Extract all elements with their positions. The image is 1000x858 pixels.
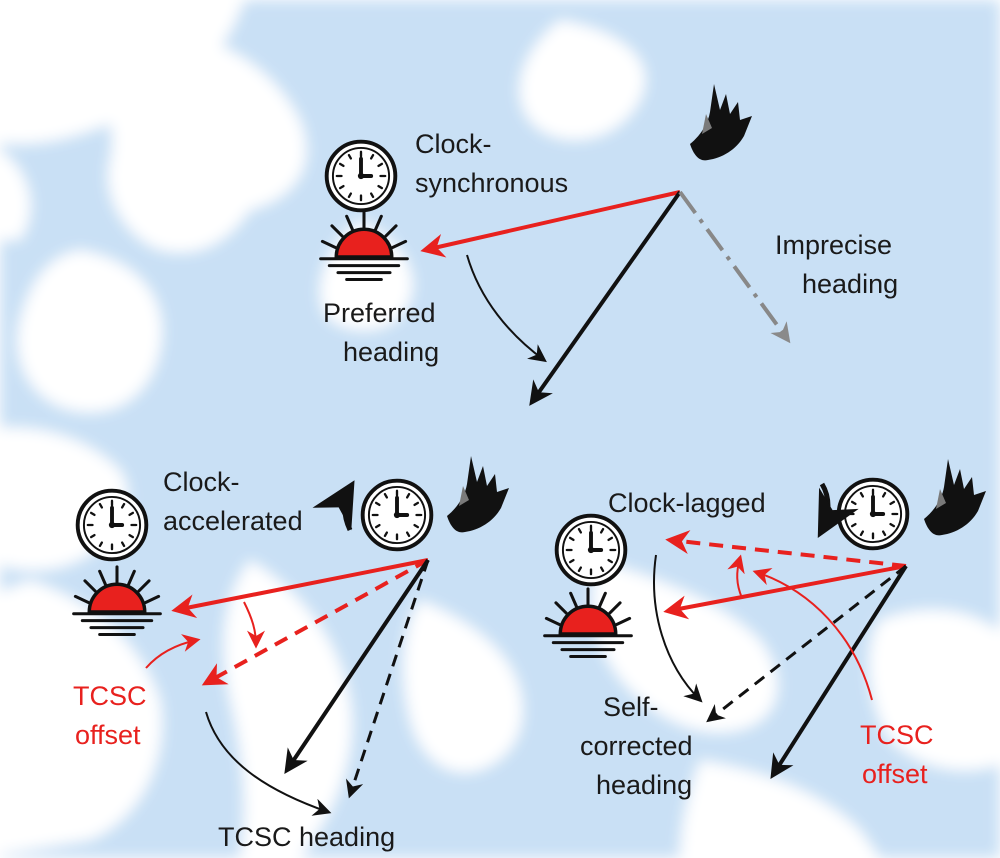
panel-clock-lagged: Clock-lagged Self- corrected heading TCS… bbox=[542, 459, 986, 800]
label-clock-lagged: Clock-lagged bbox=[608, 488, 766, 518]
curved-arrow-bottom-left bbox=[205, 711, 332, 816]
actual-heading-arrow bbox=[529, 190, 682, 406]
panel-clock-synchronous: Clock- synchronous Imprecise heading Pre… bbox=[318, 84, 898, 406]
label-self-corrected-3: heading bbox=[596, 770, 692, 800]
label-tcsc-offset-left-1: TCSC bbox=[73, 681, 147, 711]
actual-heading-arrow bbox=[770, 564, 908, 780]
clock-icon bbox=[324, 139, 398, 213]
self-corrected-heading-arrow bbox=[706, 564, 907, 723]
offset-curved-arrow bbox=[243, 601, 265, 649]
offset-heading-arrow bbox=[201, 558, 429, 686]
label-tcsc-offset-right-2: offset bbox=[862, 759, 928, 789]
clock-backward-arrow bbox=[817, 482, 859, 538]
clock-icon bbox=[836, 477, 910, 551]
label-clock-synchronous-2: synchronous bbox=[415, 168, 568, 198]
clock-forward-arrow bbox=[312, 480, 355, 532]
label-imprecise-1: Imprecise bbox=[775, 230, 892, 260]
label-preferred-2: heading bbox=[343, 337, 439, 367]
actual-heading-arrow bbox=[284, 558, 430, 774]
label-tcsc-heading: TCSC heading bbox=[218, 822, 395, 852]
label-tcsc-offset-right-1: TCSC bbox=[860, 720, 934, 750]
clock-icon bbox=[360, 478, 434, 552]
imprecise-heading-arrow bbox=[678, 190, 791, 344]
curved-arrow-top bbox=[466, 254, 547, 363]
label-imprecise-2: heading bbox=[802, 269, 898, 299]
label-preferred-1: Preferred bbox=[323, 298, 436, 328]
preferred-heading-arrow bbox=[171, 558, 429, 619]
label-clock-accelerated-1: Clock- bbox=[163, 467, 240, 497]
panel-clock-accelerated: Clock- accelerated TCSC offset TCSC head… bbox=[71, 456, 509, 852]
preferred-heading-arrow bbox=[420, 190, 681, 258]
label-self-corrected-2: corrected bbox=[580, 731, 693, 761]
clock-icon bbox=[554, 513, 628, 587]
offset-curved-arrow bbox=[727, 554, 745, 599]
curved-arrow-bottom-right bbox=[653, 554, 703, 703]
preferred-heading-arrow bbox=[663, 564, 907, 620]
label-tcsc-offset-left-2: offset bbox=[75, 720, 141, 750]
offset-pointer-arrow bbox=[752, 568, 873, 701]
label-clock-accelerated-2: accelerated bbox=[163, 506, 303, 536]
offset-pointer-arrow bbox=[145, 634, 201, 669]
label-clock-synchronous-1: Clock- bbox=[415, 129, 492, 159]
clock-icon bbox=[75, 488, 149, 562]
label-self-corrected-1: Self- bbox=[603, 692, 659, 722]
offset-heading-arrow bbox=[665, 530, 907, 568]
tcsc-heading-arrow bbox=[345, 559, 430, 799]
